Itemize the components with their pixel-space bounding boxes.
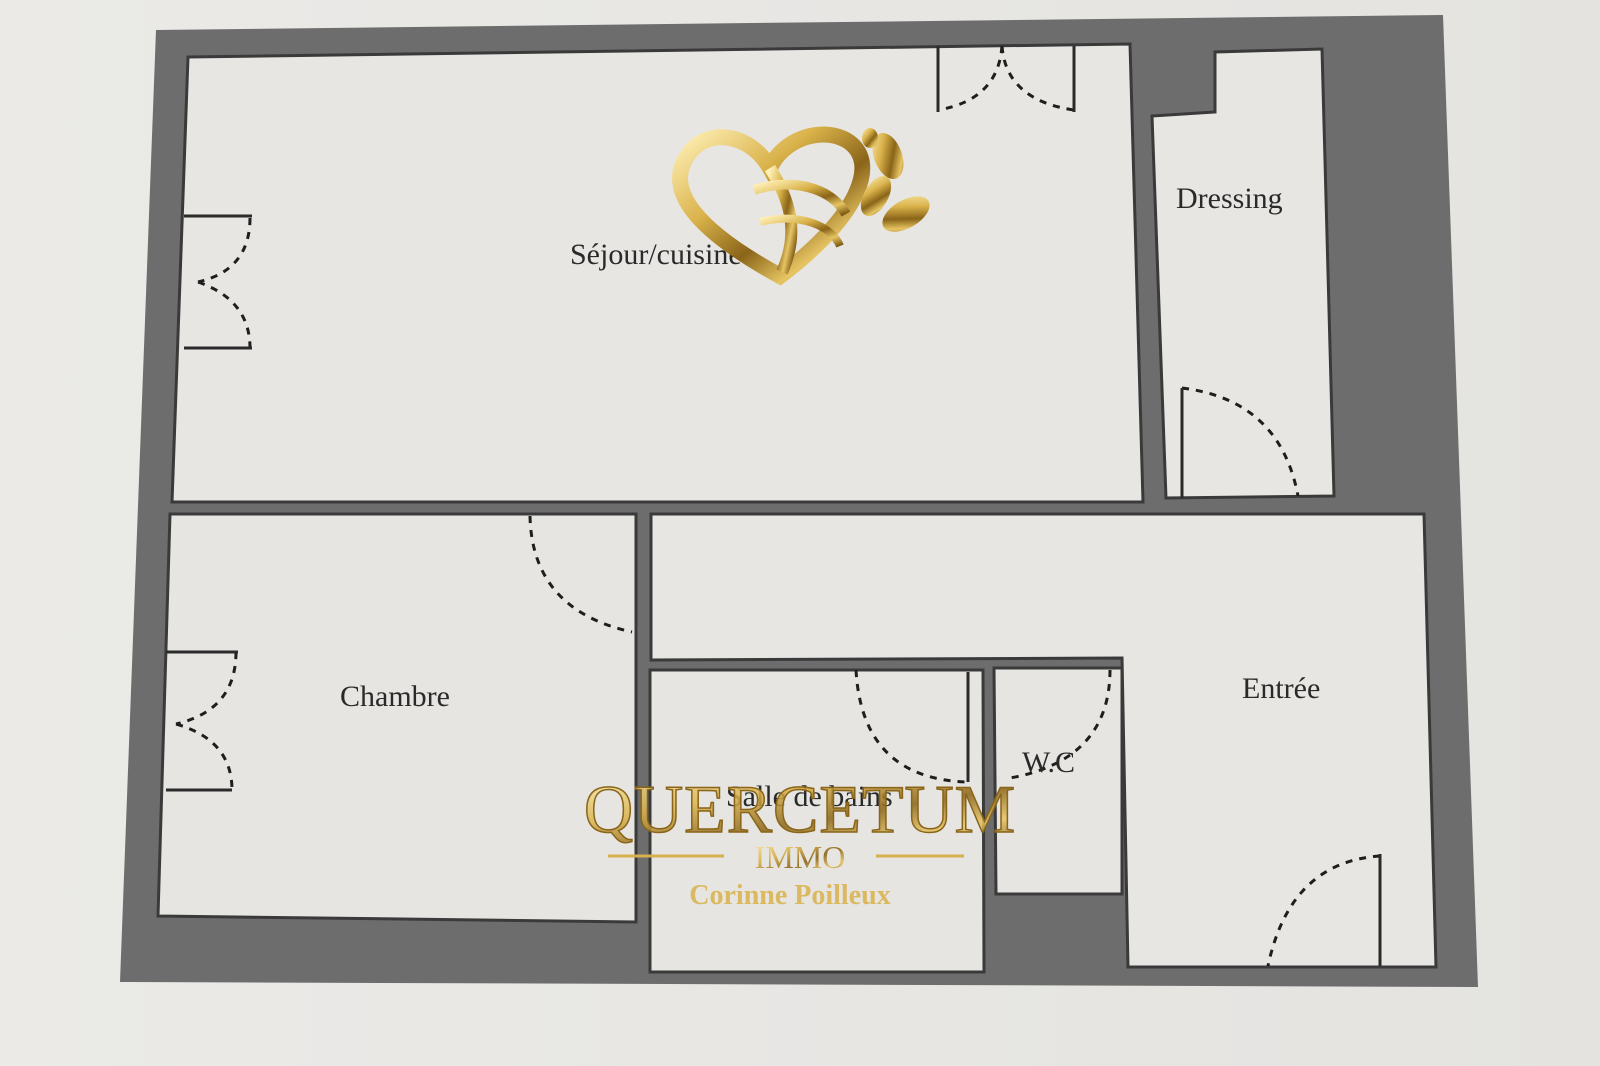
- room-chambre: [156, 512, 638, 924]
- golden-heart-oak-leaf-logo-icon: [672, 126, 930, 286]
- door-swing-wc: [1009, 669, 1112, 780]
- door-leaf-sejour-left: [184, 214, 252, 350]
- door-leaves: [166, 46, 1382, 966]
- room-corridor-entree: [649, 512, 1438, 969]
- label-dressing: Dressing: [1176, 182, 1283, 215]
- room-wc: [992, 666, 1124, 896]
- label-wc: W.C: [1022, 746, 1075, 779]
- label-sejour-cuisine: Séjour/cuisine: [570, 238, 742, 271]
- door-swing-sejour-left: [197, 217, 252, 284]
- watermark-sub: IMMO: [755, 839, 846, 875]
- watermark-brand: QUERCETUM: [584, 771, 1016, 847]
- door-swing-dressing: [1181, 386, 1300, 497]
- door-swing-sejour-top: [1000, 45, 1075, 112]
- door-leaf-sejour-top: [936, 46, 1076, 112]
- label-chambre: Chambre: [340, 680, 450, 713]
- room-sejour-cuisine: [170, 42, 1145, 504]
- door-swing-entree: [1266, 854, 1381, 967]
- door-swings: [175, 45, 1381, 967]
- door-swing-chambre-left: [175, 651, 238, 726]
- label-salle-de-bains: Salle de bains: [726, 780, 893, 813]
- door-leaf-chambre-left: [166, 650, 238, 792]
- door-swing-bains: [854, 669, 967, 784]
- door-swing-sejour-left-2: [197, 280, 252, 349]
- door-swing-chambre-top: [528, 515, 633, 634]
- label-entree: Entrée: [1242, 672, 1320, 705]
- room-salle-de-bains: [648, 668, 986, 974]
- door-swing-sejour-top-2: [937, 45, 1004, 112]
- watermark-agent: Corinne Poilleux: [689, 880, 890, 911]
- room-dressing: [1150, 47, 1336, 500]
